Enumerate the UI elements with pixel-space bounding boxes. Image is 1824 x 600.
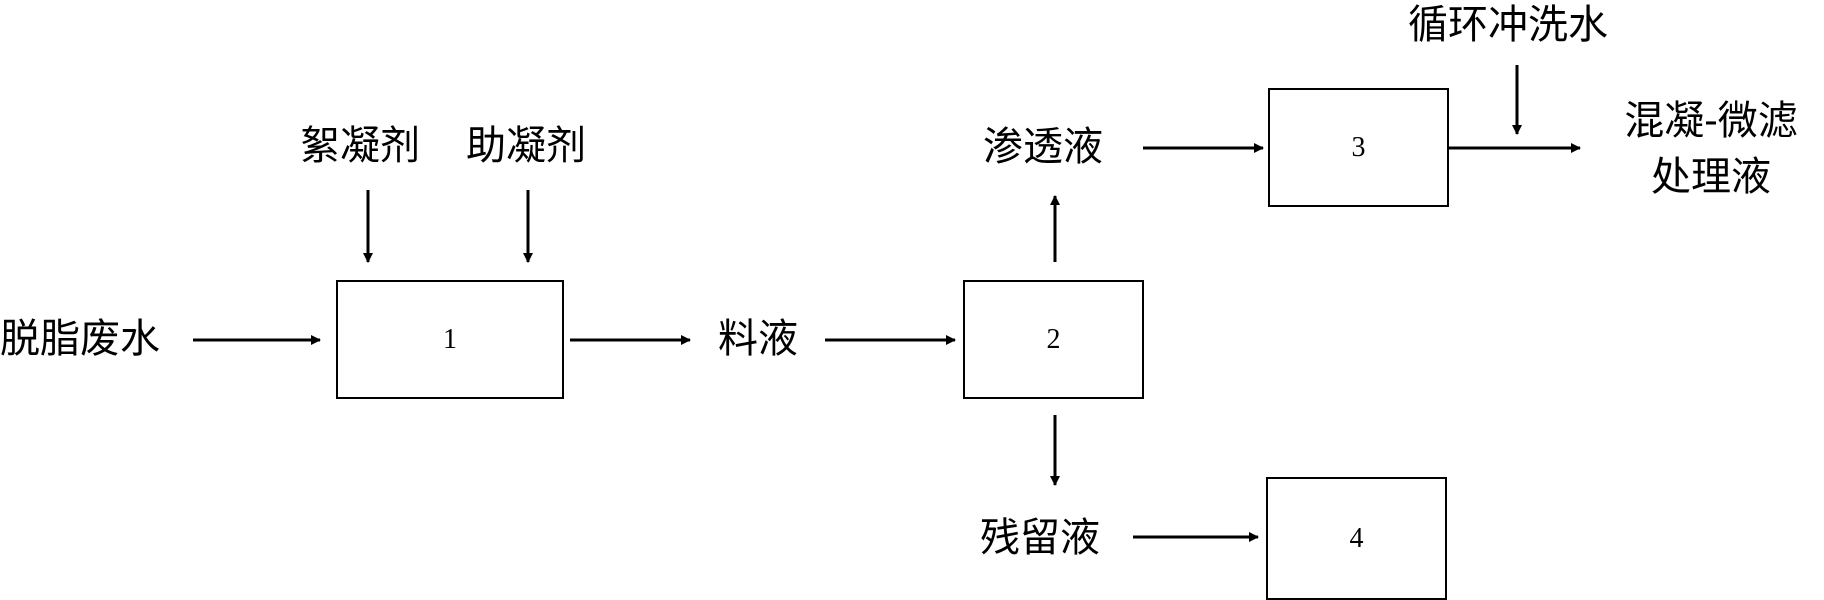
unit-4-label: 4	[1349, 522, 1364, 554]
coagulant-aid-label: 助凝剂	[466, 123, 586, 169]
unit-2-label: 2	[1046, 323, 1061, 355]
unit-4-box: 4	[1266, 477, 1447, 600]
unit-3-box: 3	[1268, 88, 1449, 207]
flocculant-label: 絮凝剂	[300, 123, 420, 169]
output-label-line1: 混凝-微滤	[1624, 98, 1798, 144]
retentate-label: 残留液	[980, 515, 1100, 561]
output-label-line2: 处理液	[1651, 154, 1771, 200]
unit-3-label: 3	[1351, 131, 1366, 163]
wastewater-label: 脱脂废水	[0, 316, 160, 362]
unit-1-box: 1	[336, 280, 564, 399]
permeate-label: 渗透液	[983, 124, 1103, 170]
feed-liquid-label: 料液	[718, 316, 798, 362]
unit-2-box: 2	[963, 280, 1144, 399]
flush-water-label: 循环冲洗水	[1408, 2, 1608, 48]
unit-1-label: 1	[443, 323, 457, 355]
